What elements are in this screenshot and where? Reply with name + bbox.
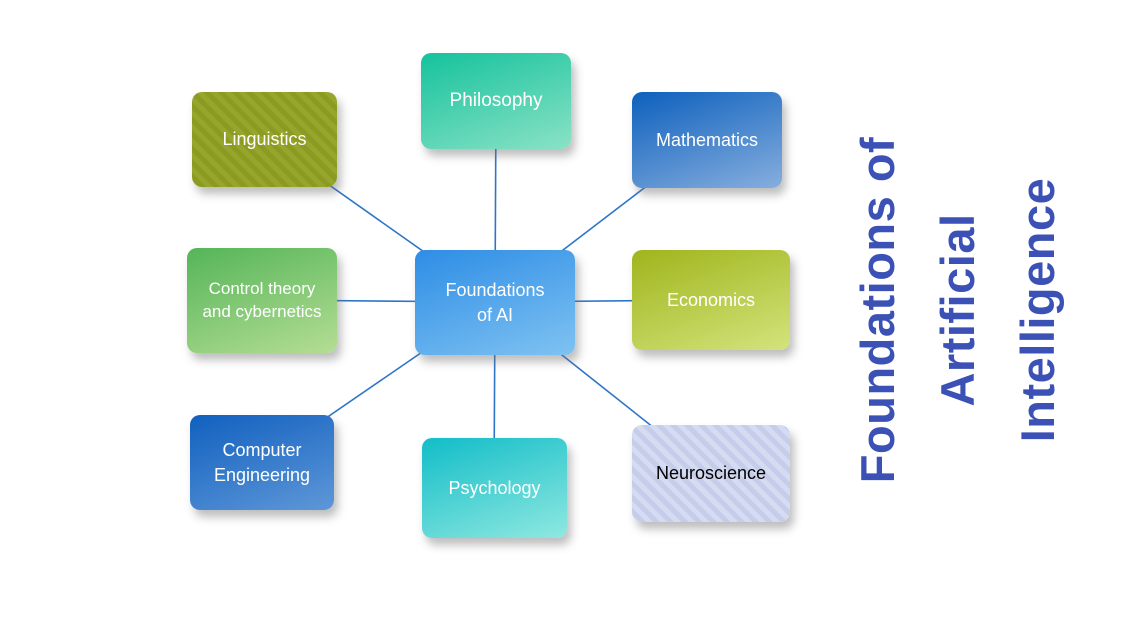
node-control-theory: Control theory and cybernetics [187, 248, 337, 353]
page-title: Foundations of Artificial Intelligence [838, 137, 1078, 483]
node-psychology-label: Psychology [448, 477, 541, 498]
node-philosophy-label: Philosophy [449, 90, 543, 112]
page-title-line-2: Artificial [931, 213, 984, 407]
node-psychology: Psychology [422, 438, 567, 538]
node-linguistics: Linguistics [192, 92, 337, 187]
node-foundations-of-ai-label: Foundations of AI [445, 280, 545, 325]
node-computer-engineering-label: Computer Engineering [213, 440, 311, 485]
node-economics: Economics [632, 250, 790, 350]
node-neuroscience: Neuroscience [632, 425, 790, 522]
node-mathematics-label: Mathematics [655, 129, 759, 150]
page-title-line-3: Intelligence [1011, 177, 1064, 443]
node-linguistics-label: Linguistics [222, 129, 307, 150]
node-control-theory-label: Control theory and cybernetics [202, 278, 322, 321]
node-neuroscience-label: Neuroscience [655, 463, 767, 484]
node-economics-label: Economics [666, 289, 756, 310]
page-title-line-1: Foundations of [851, 136, 904, 484]
node-foundations-of-ai: Foundations of AI [415, 250, 575, 355]
node-mathematics: Mathematics [632, 92, 782, 188]
node-philosophy: Philosophy [421, 53, 571, 149]
node-computer-engineering: Computer Engineering [190, 415, 334, 510]
